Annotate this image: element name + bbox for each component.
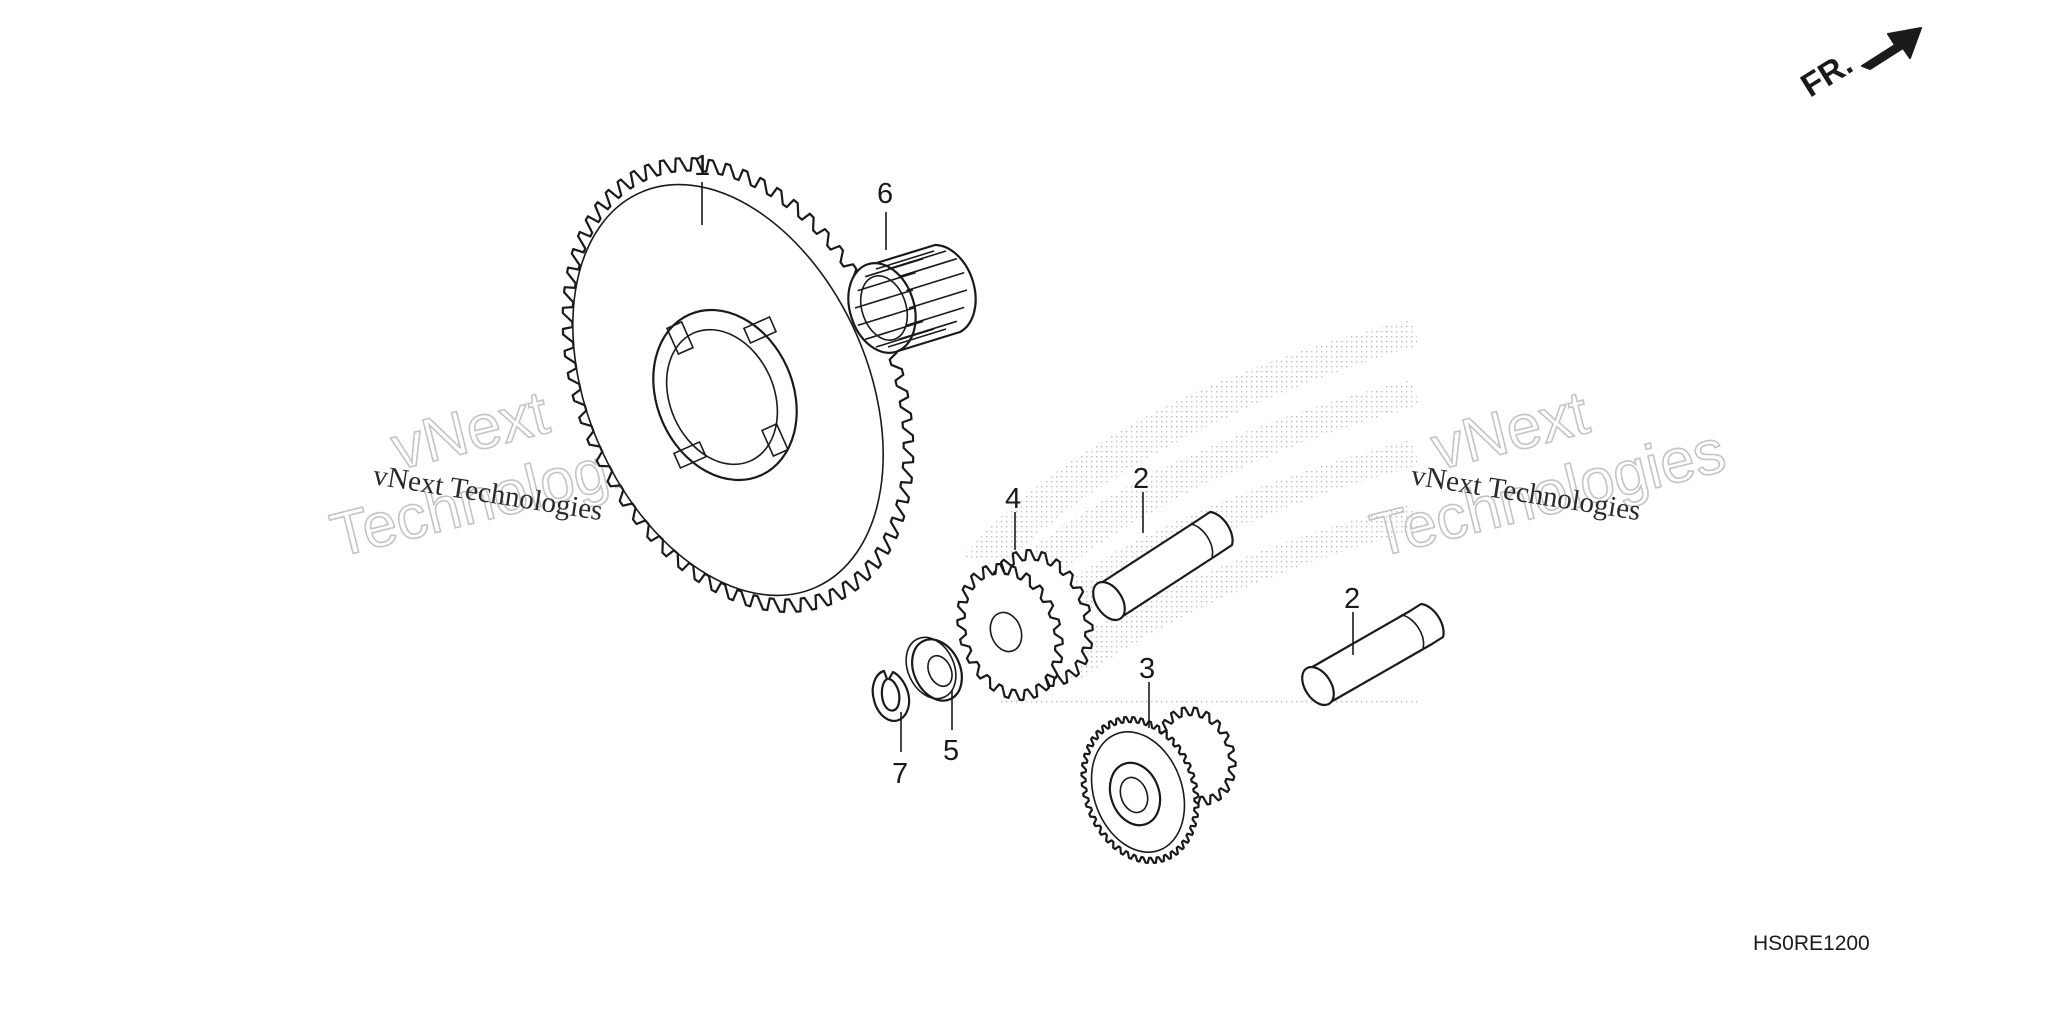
- hub-bore: [665, 328, 779, 466]
- part-4-small-gear[interactable]: [956, 549, 1094, 701]
- part-5-washer[interactable]: [897, 629, 972, 708]
- callout-5: 5: [943, 735, 959, 767]
- part-1-large-gear[interactable]: [512, 136, 944, 645]
- bearing-needle: [906, 306, 965, 327]
- bearing-needle: [887, 250, 947, 270]
- bearing-needle: [857, 271, 916, 292]
- callout-2-lower: 2: [1344, 583, 1360, 615]
- hub-spline: [742, 315, 778, 345]
- part-7-circlip[interactable]: [871, 669, 911, 722]
- callout-3: 3: [1139, 653, 1155, 685]
- bearing-needle: [906, 271, 965, 292]
- front-label: FR.: [1794, 44, 1859, 104]
- bearing-needle: [875, 250, 935, 270]
- bearing-needle: [864, 320, 924, 341]
- callout-2-upper: 2: [1133, 463, 1149, 495]
- front-direction-indicator: FR.: [1794, 27, 1922, 104]
- gear-hub: [1108, 761, 1162, 827]
- callout-1: 1: [694, 150, 710, 182]
- front-arrow-icon: [1861, 27, 1922, 70]
- gear-face: [1090, 731, 1186, 853]
- gear-bore: [989, 611, 1023, 653]
- bearing-needle: [898, 257, 958, 278]
- part-2-pin-lower[interactable]: [1296, 602, 1445, 711]
- callouts: 1 6 4 2 2 3 5 7: [694, 150, 1360, 790]
- diagram-code: HS0RE1200: [1753, 932, 1870, 955]
- callout-7: 7: [892, 758, 908, 790]
- leader-lines: [701, 182, 1354, 752]
- part-2-pin-upper[interactable]: [1087, 510, 1234, 626]
- gear-bore: [1119, 776, 1149, 814]
- hub-spline: [665, 320, 695, 356]
- gear-face: [572, 183, 884, 597]
- bearing-needle: [854, 289, 914, 309]
- part-3-compound-gear[interactable]: [1075, 706, 1237, 866]
- bearing-needle: [908, 289, 968, 309]
- callout-4: 4: [1005, 483, 1021, 515]
- bearing-bore: [859, 275, 909, 341]
- part-6-needle-bearing[interactable]: [837, 243, 977, 362]
- bearing-face: [847, 262, 917, 354]
- hub-spline: [672, 440, 708, 470]
- hub: [652, 308, 798, 482]
- hub-spline: [760, 422, 790, 458]
- bearing-needle: [887, 328, 947, 348]
- bearing-needle: [875, 328, 935, 348]
- callout-6: 6: [877, 178, 893, 210]
- bearing-needle: [857, 306, 916, 327]
- gear-teeth: [956, 563, 1064, 701]
